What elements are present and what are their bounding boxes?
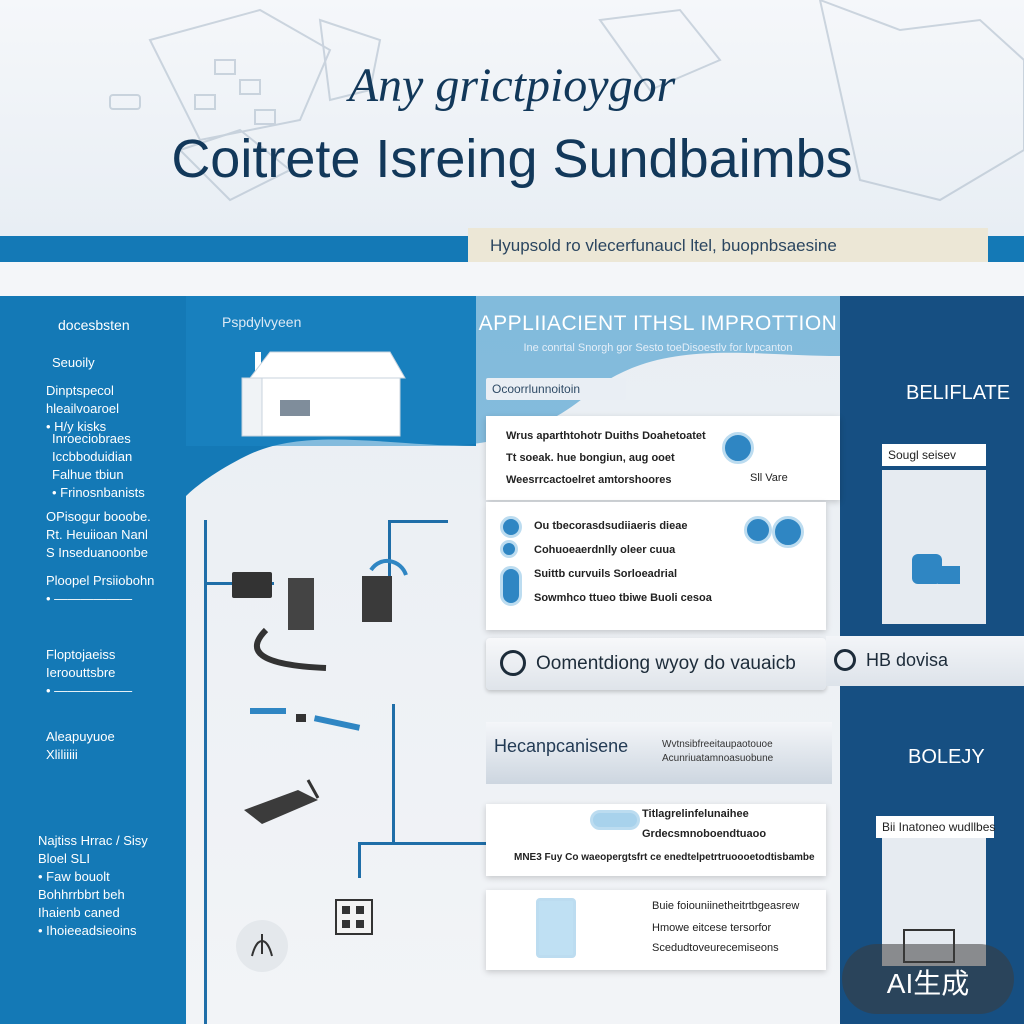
right-pill-label: HB dovisa	[866, 650, 949, 670]
sidebar: docesbsten Seuoily Dinptspecol hleailvoa…	[0, 296, 186, 1024]
header-banner-strip: Hyupsold ro vlecerfunaucl ltel, buopnbsa…	[468, 228, 988, 262]
info-card-3[interactable]: Titlagrelinfelunaihee Grdecsmnoboendtuao…	[486, 804, 826, 876]
section-subtitle: Ine conrtal Snorgh gor Sesto toeDisoestl…	[523, 342, 793, 354]
right-box-title: BOLEJY	[908, 746, 985, 768]
action-pill-button[interactable]: Oomentdiong wyoy do vauaicb	[486, 638, 826, 690]
card-line: Titlagrelinfelunaihee	[642, 808, 749, 820]
page-title-line1: Any grictpioygor	[348, 59, 676, 112]
header-divider	[0, 262, 1024, 296]
badge-icon	[590, 810, 640, 830]
card-line: MNE3 Fuy Co waeopergtsfrt ce enedtelpetr…	[514, 852, 815, 863]
sidebar-item[interactable]: Inroeciobraes Iccbboduidian Falhue tbiun…	[52, 431, 145, 500]
tool-icon	[500, 540, 518, 558]
sidebar-item[interactable]: Najtiss Hrrac / Sisy Bloel SLI • Faw bou…	[38, 833, 148, 938]
sidebar-item[interactable]: Floptojaeiss Ieroouttsbre • ——————	[46, 647, 133, 698]
shield-icon	[500, 566, 522, 606]
cable-icon	[250, 708, 361, 731]
plant-icon	[236, 920, 288, 972]
card-line: Weesrrcactoelret amtorshoores	[506, 474, 672, 486]
gear-icon	[500, 516, 522, 538]
right-chip-1[interactable]: Sougl seisev	[882, 444, 986, 466]
card-line: Scedudtoveurecemiseons	[652, 942, 779, 954]
subsection-subtitle: Wvtnsibfreeitaupaotouoe Acunriuatamnoasu…	[662, 739, 774, 764]
info-card-1[interactable]: Wrus aparthtohotr Duiths Doahetoatet Tt …	[486, 416, 840, 500]
connector-line	[388, 520, 391, 590]
right-box-1	[882, 470, 986, 624]
connector-line	[204, 520, 207, 1024]
device-icons	[232, 559, 408, 671]
sidebar-item[interactable]: docesbsten	[58, 317, 130, 333]
circle-o-icon	[834, 649, 856, 671]
card-line: Sowmhco ttueo tbiwe Buoli cesoa	[534, 592, 712, 604]
card-line: Buie foiouniinetheitrtbgeasrew	[652, 900, 800, 912]
card-icon-label: Sll Vare	[750, 472, 788, 484]
sidebar-item[interactable]: Dinptspecol hleailvoaroel • H/y kisks	[46, 383, 119, 434]
right-box-title: BELIFLATE	[906, 382, 1011, 404]
card-line: Hmowe eitcese tersorfor	[652, 922, 772, 934]
target-icon	[772, 516, 804, 548]
subsection-header: Hecanpcanisene Wvtnsibfreeitaupaotouoe A…	[486, 722, 832, 784]
sidebar-item[interactable]: Aleapuyuoe Xliliiiii	[46, 729, 115, 762]
document-icon	[536, 898, 576, 958]
solar-panel-icon	[244, 779, 320, 824]
connector-line	[392, 704, 395, 844]
info-card-2[interactable]: Ou tbecorasdsudiiaeris dieae Cohuoeaerdn…	[486, 502, 826, 630]
map-background-art	[109, 0, 1024, 202]
card-line: Suittb curvuils Sorloeadrial	[534, 568, 678, 580]
circle-o-icon	[500, 650, 526, 676]
machine-icon	[912, 554, 960, 584]
sidebar-item[interactable]: Ploopel Prsiiobohn • ——————	[46, 573, 155, 606]
card-line: Tt soeak. hue bongiun, aug ooet	[506, 452, 675, 464]
info-card-4[interactable]: Buie foiouniinetheitrtbgeasrew Hmowe eit…	[486, 890, 826, 970]
header: Any grictpioygor Coitrete Isreing Sundba…	[0, 0, 1024, 236]
action-pill-label: Oomentdiong wyoy do vauaicb	[536, 653, 796, 674]
card-line: Ou tbecorasdsudiiaeris dieae	[534, 520, 688, 532]
right-chip-2[interactable]: Bii Inatoneo wudllbes	[876, 816, 995, 838]
connector-line	[358, 842, 361, 878]
building-icon	[335, 899, 373, 935]
ai-watermark-badge: AI生成	[842, 944, 1014, 1014]
connector-line	[388, 520, 448, 523]
page-title-line2: Coitrete Isreing Sundbaimbs	[171, 129, 853, 189]
sidebar-item[interactable]: Seuoily	[52, 355, 95, 370]
subsection-title: Hecanpcanisene	[494, 736, 629, 756]
house-icon	[241, 351, 406, 437]
worker-icon	[722, 432, 754, 464]
section-label: Ocoorrlunnoitoin	[486, 378, 626, 400]
section-title: APPLIIACIENT ITHSL IMPROTTION	[478, 312, 838, 335]
sidebar-item[interactable]: OPisogur booobe. Rt. Heuiioan Nanl S Ins…	[46, 509, 151, 560]
card-line: Grdecsmnoboendtuaoo	[642, 828, 767, 840]
card-line: Wrus aparthtohotr Duiths Doahetoatet	[506, 430, 706, 442]
right-pill-button[interactable]: HB dovisa	[826, 636, 1024, 686]
section-sublabel: Pspdylvyeen	[222, 314, 302, 330]
check-icon	[744, 516, 772, 544]
card-line: Cohuoeaerdnlly oleer cuua	[534, 544, 676, 556]
